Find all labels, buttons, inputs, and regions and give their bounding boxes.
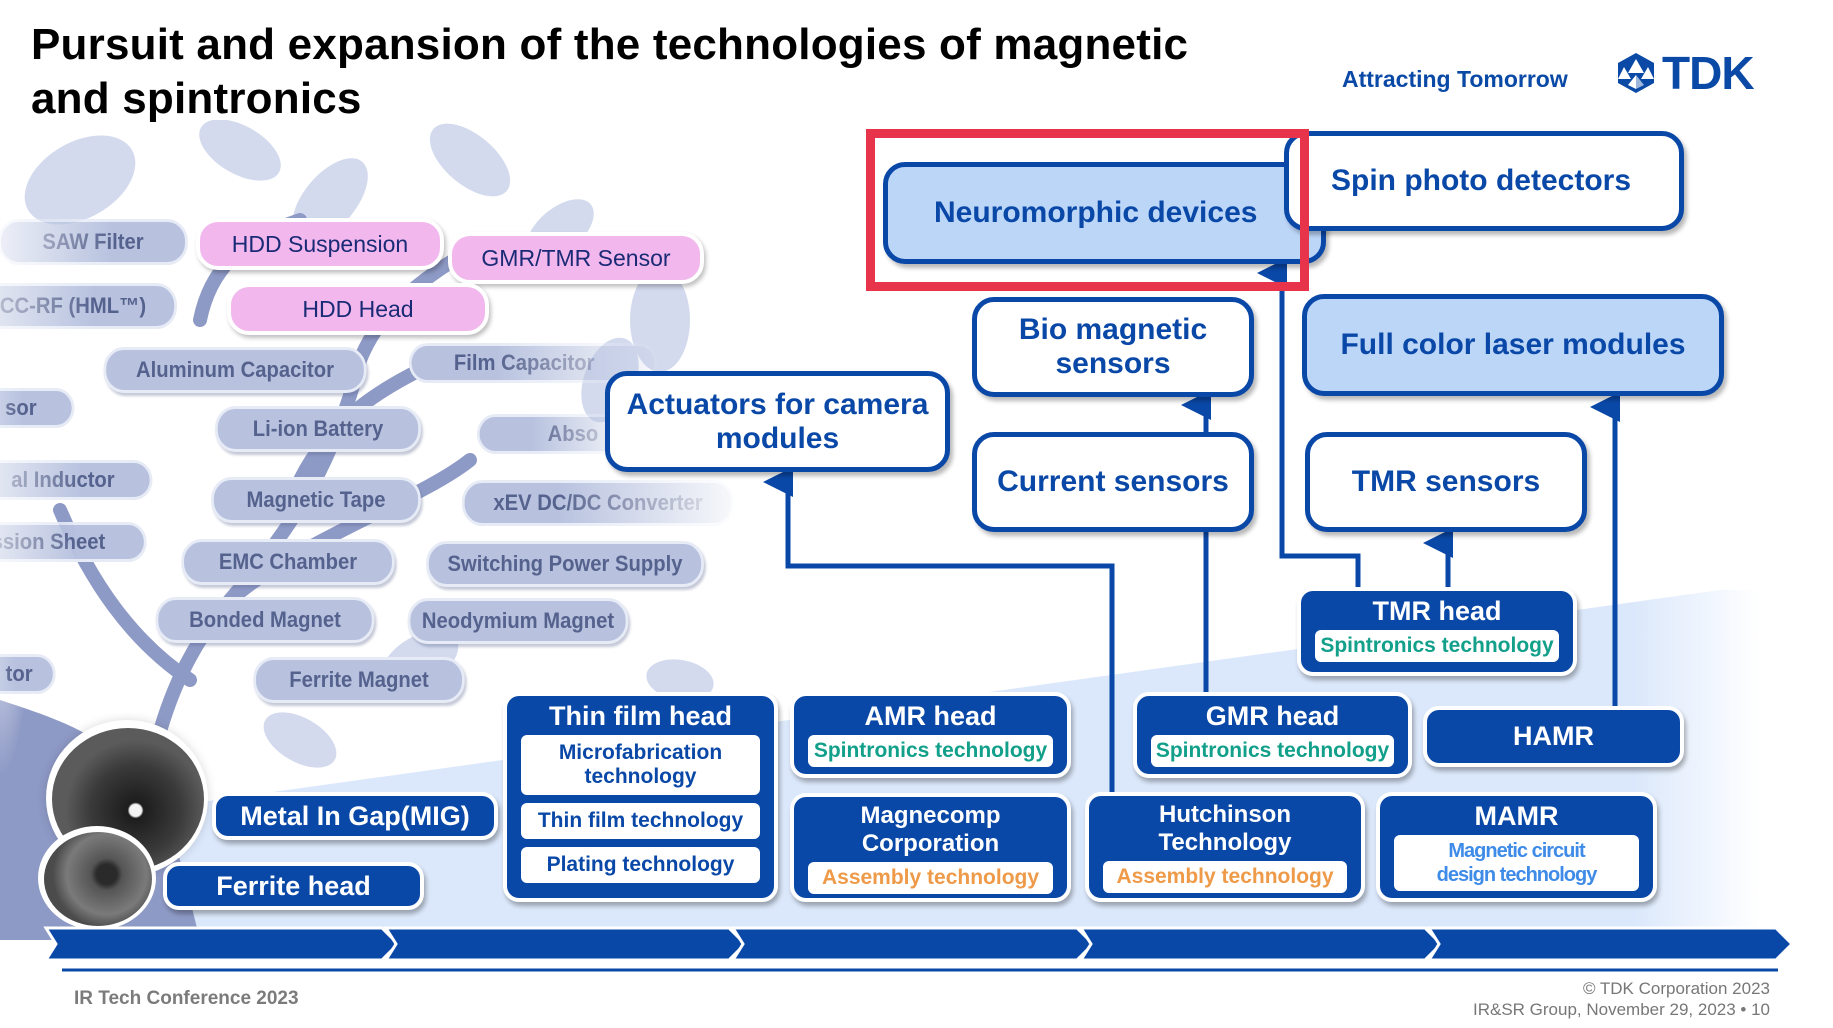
tech-title: Magnecomp Corporation	[860, 802, 1001, 857]
tech-tmr-head: TMR head Spintronics technology	[1297, 587, 1577, 676]
footer-page-info: IR&SR Group, November 29, 2023 • 10	[1473, 1000, 1770, 1019]
tdk-logo: TDK	[1614, 47, 1755, 99]
tdk-star-icon	[1618, 53, 1654, 93]
app-neuromorphic-devices: Neuromorphic devices	[883, 162, 1326, 264]
product-pill: CC-RF (HML™)	[0, 283, 177, 329]
app-bio-magnetic-sensors: Bio magnetic sensors	[972, 297, 1254, 397]
footer-event: IR Tech Conference 2023	[74, 988, 299, 1009]
highlight-box	[866, 129, 1309, 291]
logo-text: TDK	[1662, 47, 1755, 99]
tech-sub-label: Spintronics technology	[1315, 630, 1559, 662]
tech-sub-label: Plating technology	[521, 847, 760, 883]
tech-hutchinson: Hutchinson Technology Assembly technolog…	[1085, 792, 1365, 902]
tech-title: MAMR	[1474, 801, 1559, 831]
tech-sub-label: Assembly technology	[808, 862, 1053, 894]
tech-gmr-head: GMR head Spintronics technology	[1133, 692, 1412, 778]
product-pill: sor	[0, 388, 75, 428]
app-current-sensors: Current sensors	[972, 432, 1254, 532]
page-title: Pursuit and expansion of the technologie…	[31, 18, 1311, 126]
tech-amr-head: AMR head Spintronics technology	[790, 692, 1071, 778]
product-pill: xEV DC/DC Converter	[461, 480, 735, 526]
product-pill: Aluminum Capacitor	[103, 347, 367, 393]
product-pill: Magnetic Tape	[211, 477, 421, 523]
product-pill: al Inductor	[0, 460, 153, 500]
product-pill: Ferrite Magnet	[253, 657, 465, 703]
tech-title: GMR head	[1205, 701, 1340, 731]
product-pill: EMC Chamber	[181, 539, 395, 585]
product-pill: Li-ion Battery	[214, 406, 422, 452]
tech-magnecomp: Magnecomp Corporation Assembly technolog…	[790, 793, 1071, 902]
tech-title: Thin film head	[548, 701, 732, 731]
timeline-segment	[43, 926, 401, 962]
tech-title: TMR head	[1372, 596, 1502, 626]
product-pill: SAW Filter	[0, 219, 188, 265]
tech-ferrite-head: Ferrite head	[163, 862, 424, 910]
product-pill: Bonded Magnet	[155, 597, 375, 643]
tech-thin-film-head: Thin film head Microfabrication technolo…	[503, 692, 778, 902]
timeline-segment	[1426, 926, 1795, 962]
app-tmr-sensors: TMR sensors	[1305, 432, 1587, 532]
tech-sub-label: Spintronics technology	[808, 735, 1053, 767]
title-line-1: Pursuit and expansion of the technologie…	[31, 20, 1189, 69]
tech-metal-in-gap: Metal In Gap(MIG)	[212, 792, 498, 840]
tech-sub-label: Microfabrication technology	[521, 735, 760, 795]
product-pill-hdd-suspension: HDD Suspension	[196, 218, 444, 270]
product-pill: Neodymium Magnet	[407, 598, 629, 644]
tech-title: AMR head	[864, 701, 997, 731]
title-line-2: and spintronics	[31, 74, 362, 123]
product-pill-gmr-tmr-sensor: GMR/TMR Sensor	[448, 232, 704, 284]
timeline-segment	[1078, 926, 1444, 962]
tech-sub-label: Thin film technology	[521, 803, 760, 839]
product-pill: tor	[0, 654, 56, 694]
tech-title: Hutchinson Technology	[1158, 801, 1292, 856]
tech-sub-label: Spintronics technology	[1151, 735, 1394, 767]
footer-right: © TDK Corporation 2023 IR&SR Group, Nove…	[1473, 978, 1770, 1020]
product-pill: Switching Power Supply	[426, 541, 704, 587]
tech-hamr: HAMR	[1423, 706, 1684, 767]
timeline-segment	[730, 926, 1096, 962]
timeline-segment	[383, 926, 748, 962]
product-pill: ssion Sheet	[0, 522, 147, 562]
tech-sub-label: Assembly technology	[1103, 861, 1347, 893]
tagline: Attracting Tomorrow	[1342, 66, 1568, 92]
tech-mamr: MAMR Magnetic circuit design technology	[1376, 792, 1657, 902]
timeline-arrow-bar	[43, 926, 1795, 972]
footer-copyright: © TDK Corporation 2023	[1582, 979, 1770, 998]
product-pill-hdd-head: HDD Head	[227, 283, 489, 335]
app-spin-photo-detectors: Spin photo detectors	[1284, 131, 1684, 231]
tech-sub-label: Magnetic circuit design technology	[1394, 835, 1639, 891]
app-full-color-laser-modules: Full color laser modules	[1302, 294, 1724, 396]
app-actuators-camera-modules: Actuators for camera modules	[605, 371, 950, 472]
